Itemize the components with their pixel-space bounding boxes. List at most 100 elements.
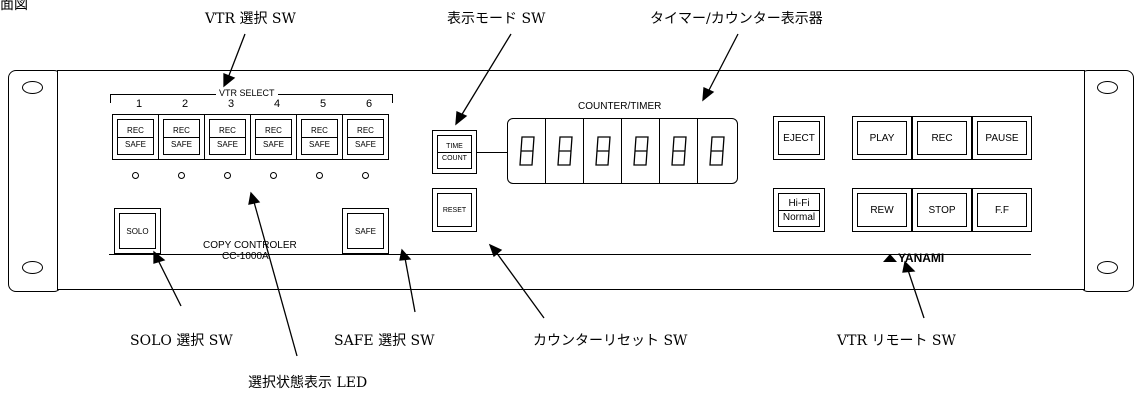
rew-label: REW xyxy=(857,193,907,227)
callout-select-state-led: 選択状態表示 LED xyxy=(248,375,368,391)
leader-vtr-remote xyxy=(907,269,925,319)
pause-label: PAUSE xyxy=(977,121,1027,155)
brand-name: YANAMI xyxy=(898,251,945,265)
leader-safe xyxy=(404,257,416,313)
seven-segment-digit-icon xyxy=(556,136,573,166)
rec-button[interactable]: REC xyxy=(912,116,972,160)
seven-segment-digit-icon xyxy=(594,136,611,166)
rec-label: REC xyxy=(210,124,245,138)
arrowhead-counter-reset xyxy=(488,243,503,258)
callout-counter-reset-sw: カウンターリセット SW xyxy=(533,333,688,349)
digit-cell-6 xyxy=(698,119,736,183)
callout-safe-select-sw: SAFE 選択 SW xyxy=(334,333,435,349)
digit-cell-2 xyxy=(546,119,584,183)
model-name: COPY CONTROLER xyxy=(203,240,297,251)
channel-number-3: 3 xyxy=(228,98,235,110)
select-state-led-1 xyxy=(132,172,139,179)
solo-label: SOLO xyxy=(119,213,156,249)
arrowhead-select-led xyxy=(248,191,261,205)
channel-number-1: 1 xyxy=(136,98,143,110)
arrowhead-timer-display xyxy=(702,87,715,102)
select-state-led-5 xyxy=(316,172,323,179)
counter-reset-button[interactable]: RESET xyxy=(432,188,477,232)
seven-segment-digit-icon xyxy=(670,136,687,166)
safe-label: SAFE xyxy=(171,139,192,149)
rec-label: REC xyxy=(348,124,383,138)
seven-segment-digit-icon xyxy=(518,136,535,166)
time-label: TIME xyxy=(438,141,471,153)
seven-segment-digit-icon xyxy=(709,136,725,166)
leader-solo xyxy=(157,259,182,307)
channel-number-5: 5 xyxy=(320,98,327,110)
reset-label: RESET xyxy=(437,193,472,227)
safe-label: SAFE xyxy=(309,139,330,149)
brand-logo-icon xyxy=(883,254,897,262)
safe-label: SAFE xyxy=(355,139,376,149)
channel-number-6: 6 xyxy=(366,98,373,110)
rec-label: REC xyxy=(118,124,153,138)
select-state-led-6 xyxy=(362,172,369,179)
channel-number-4: 4 xyxy=(274,98,281,110)
safe-label: SAFE xyxy=(217,139,238,149)
rec-label: REC xyxy=(256,124,291,138)
select-state-led-2 xyxy=(178,172,185,179)
rec-button-label: REC xyxy=(917,121,967,155)
digit-cell-1 xyxy=(508,119,546,183)
model-number: CC-1000A xyxy=(222,251,269,262)
callout-vtr-remote-sw: VTR リモート SW xyxy=(837,333,956,349)
front-panel xyxy=(57,70,1085,290)
leader-display-mode xyxy=(460,33,512,117)
callout-solo-select-sw: SOLO 選択 SW xyxy=(130,333,233,349)
eject-button[interactable]: EJECT xyxy=(773,116,825,160)
digit-cell-5 xyxy=(660,119,698,183)
select-state-led-4 xyxy=(270,172,277,179)
solo-button[interactable]: SOLO xyxy=(114,208,161,254)
left-bottom-mount-hole xyxy=(22,261,43,274)
right-top-mount-hole xyxy=(1097,81,1118,94)
right-bottom-mount-hole xyxy=(1097,261,1118,274)
leader-vtr-select xyxy=(227,33,246,79)
safe-button[interactable]: SAFE xyxy=(342,208,389,254)
leader-select-led xyxy=(253,201,298,357)
callout-timer-counter-display: タイマー/カウンター表示器 xyxy=(650,11,823,27)
stop-button[interactable]: STOP xyxy=(912,188,972,232)
counter-timer-label: COUNTER/TIMER xyxy=(578,101,662,112)
count-label: COUNT xyxy=(442,154,467,162)
pause-button[interactable]: PAUSE xyxy=(972,116,1032,160)
eject-label: EJECT xyxy=(778,121,820,155)
corner-partial-text: 面図 xyxy=(0,0,28,13)
vtr-select-label: VTR SELECT xyxy=(216,88,278,98)
channel-number-2: 2 xyxy=(182,98,189,110)
safe-label: SAFE xyxy=(263,139,284,149)
select-state-led-3 xyxy=(224,172,231,179)
rew-button[interactable]: REW xyxy=(852,188,912,232)
ff-label: F.F xyxy=(977,193,1027,227)
arrowhead-vtr-remote xyxy=(902,260,916,273)
panel-bottom-line xyxy=(109,254,1031,255)
digit-cell-4 xyxy=(622,119,660,183)
left-top-mount-hole xyxy=(22,81,43,94)
rec-label: REC xyxy=(164,124,199,138)
arrowhead-vtr-select xyxy=(223,73,236,88)
digit-cell-3 xyxy=(584,119,622,183)
leader-counter-reset xyxy=(495,251,545,319)
play-label: PLAY xyxy=(857,121,907,155)
safe-label: SAFE xyxy=(125,139,146,149)
play-button[interactable]: PLAY xyxy=(852,116,912,160)
callout-vtr-select-sw: VTR 選択 SW xyxy=(205,11,296,27)
ff-button[interactable]: F.F xyxy=(972,188,1032,232)
stop-label: STOP xyxy=(917,193,967,227)
rec-label: REC xyxy=(302,124,337,138)
seven-segment-digit-icon xyxy=(632,136,649,166)
left-rack-ear xyxy=(8,70,62,292)
timer-counter-display xyxy=(507,118,738,184)
hifi-label: Hi-Fi xyxy=(779,197,819,211)
